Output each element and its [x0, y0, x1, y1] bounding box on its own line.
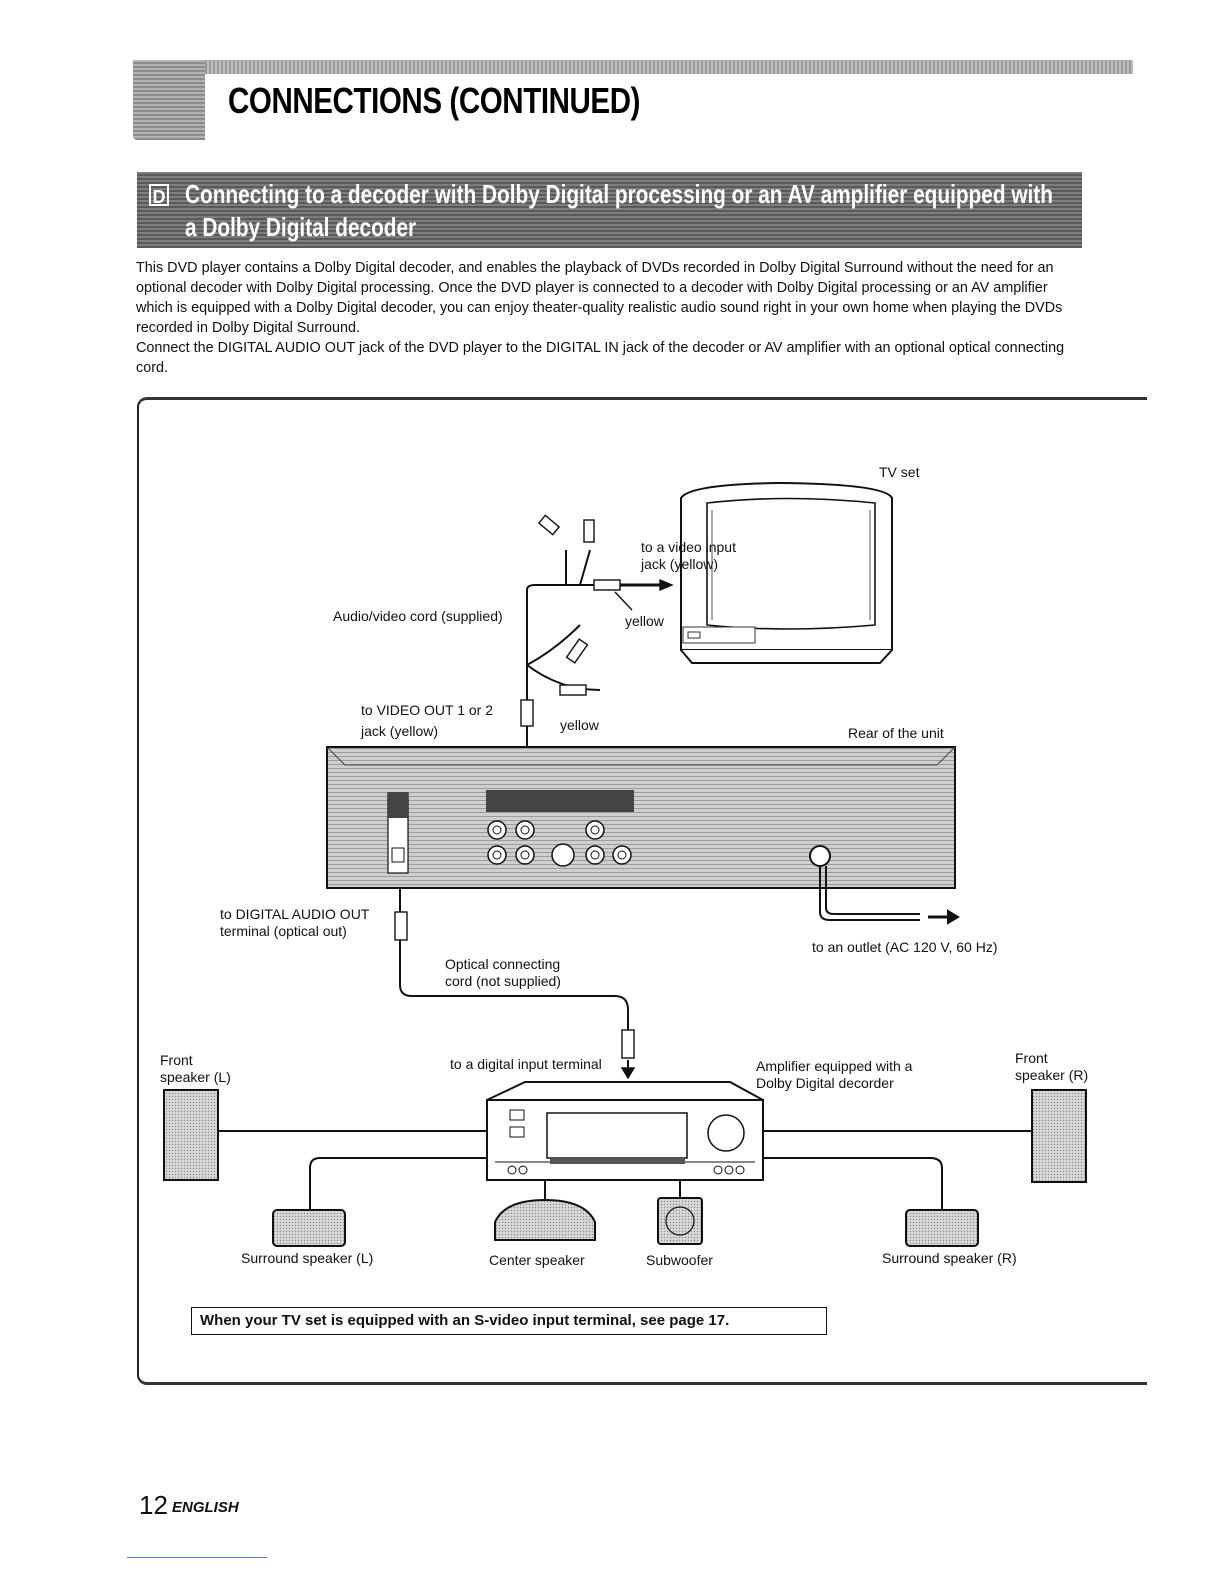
section-badge: D	[149, 184, 169, 207]
rear-of-unit-label: Rear of the unit	[848, 725, 944, 741]
to-video-out-label: to VIDEO OUT 1 or 2	[361, 702, 494, 718]
to-digital-audio-out-label: to DIGITAL AUDIO OUT	[220, 906, 370, 922]
subwoofer	[657, 1197, 703, 1245]
terminal-optical-out-label: terminal (optical out)	[220, 923, 347, 939]
page-language: ENGLISH	[172, 1499, 239, 1516]
surround-speaker-left-label: Surround speaker (L)	[241, 1250, 374, 1266]
header-band	[133, 60, 1133, 74]
s-video-note-text: When your TV set is equipped with an S-v…	[200, 1312, 730, 1329]
tv-set-label: TV set	[879, 464, 920, 480]
optical-cord-label-1: Optical connecting	[445, 956, 561, 972]
speaker-wires	[218, 1130, 1032, 1210]
front-speaker-right-label-2: speaker (R)	[1015, 1067, 1089, 1083]
front-speaker-left	[163, 1089, 219, 1181]
intro-paragraph-2: Connect the DIGITAL AUDIO OUT jack of th…	[136, 340, 1065, 376]
jack-yellow-label-2: jack (yellow)	[361, 723, 439, 739]
center-speaker-label: Center speaker	[489, 1252, 585, 1268]
yellow-label-2: yellow	[560, 717, 599, 733]
optical-cord	[399, 888, 629, 1030]
surround-speaker-right-label: Surround speaker (R)	[882, 1250, 1017, 1266]
surround-speaker-left	[272, 1209, 346, 1247]
surround-speaker-right	[905, 1209, 979, 1247]
front-speaker-left-label-1: Front	[160, 1052, 193, 1068]
to-outlet-label: to an outlet (AC 120 V, 60 Hz)	[812, 939, 998, 955]
amplifier-label-1: Amplifier equipped with a	[756, 1058, 913, 1074]
intro-text: This DVD player contains a Dolby Digital…	[136, 258, 1081, 378]
page-title: CONNECTIONS (CONTINUED)	[228, 80, 641, 121]
tv-set-drawing	[680, 481, 893, 664]
power-cord	[819, 866, 960, 925]
optical-plug-icons	[394, 911, 636, 1080]
footer-rule	[127, 1557, 267, 1558]
jack-yellow-label: jack (yellow)	[641, 556, 719, 572]
optical-cord-label-2: cord (not supplied)	[445, 973, 561, 989]
intro-paragraph-1: This DVD player contains a Dolby Digital…	[136, 260, 1063, 336]
to-video-input-label: to a video input	[641, 539, 736, 555]
front-speaker-left-label-2: speaker (L)	[160, 1069, 231, 1085]
amplifier-label-2: Dolby Digital decorder	[756, 1075, 894, 1091]
diagram-frame	[137, 397, 1147, 1385]
dvd-player-rear-panel	[326, 746, 956, 889]
yellow-label-1: yellow	[625, 613, 664, 629]
subwoofer-label: Subwoofer	[646, 1252, 713, 1268]
amplifier-drawing	[486, 1081, 764, 1181]
front-speaker-right	[1031, 1089, 1087, 1183]
section-title: Connecting to a decoder with Dolby Digit…	[185, 179, 1053, 242]
to-digital-input-label: to a digital input terminal	[450, 1056, 602, 1072]
av-cord-label: Audio/video cord (supplied)	[333, 608, 503, 624]
s-video-note-box: When your TV set is equipped with an S-v…	[191, 1307, 827, 1335]
page-number: 12	[139, 1490, 168, 1520]
front-speaker-right-label-1: Front	[1015, 1050, 1048, 1066]
section-banner: D Connecting to a decoder with Dolby Dig…	[137, 172, 1082, 248]
center-speaker	[494, 1198, 596, 1241]
rca-plug-icons	[520, 514, 674, 727]
header-tab-decoration	[133, 60, 205, 140]
